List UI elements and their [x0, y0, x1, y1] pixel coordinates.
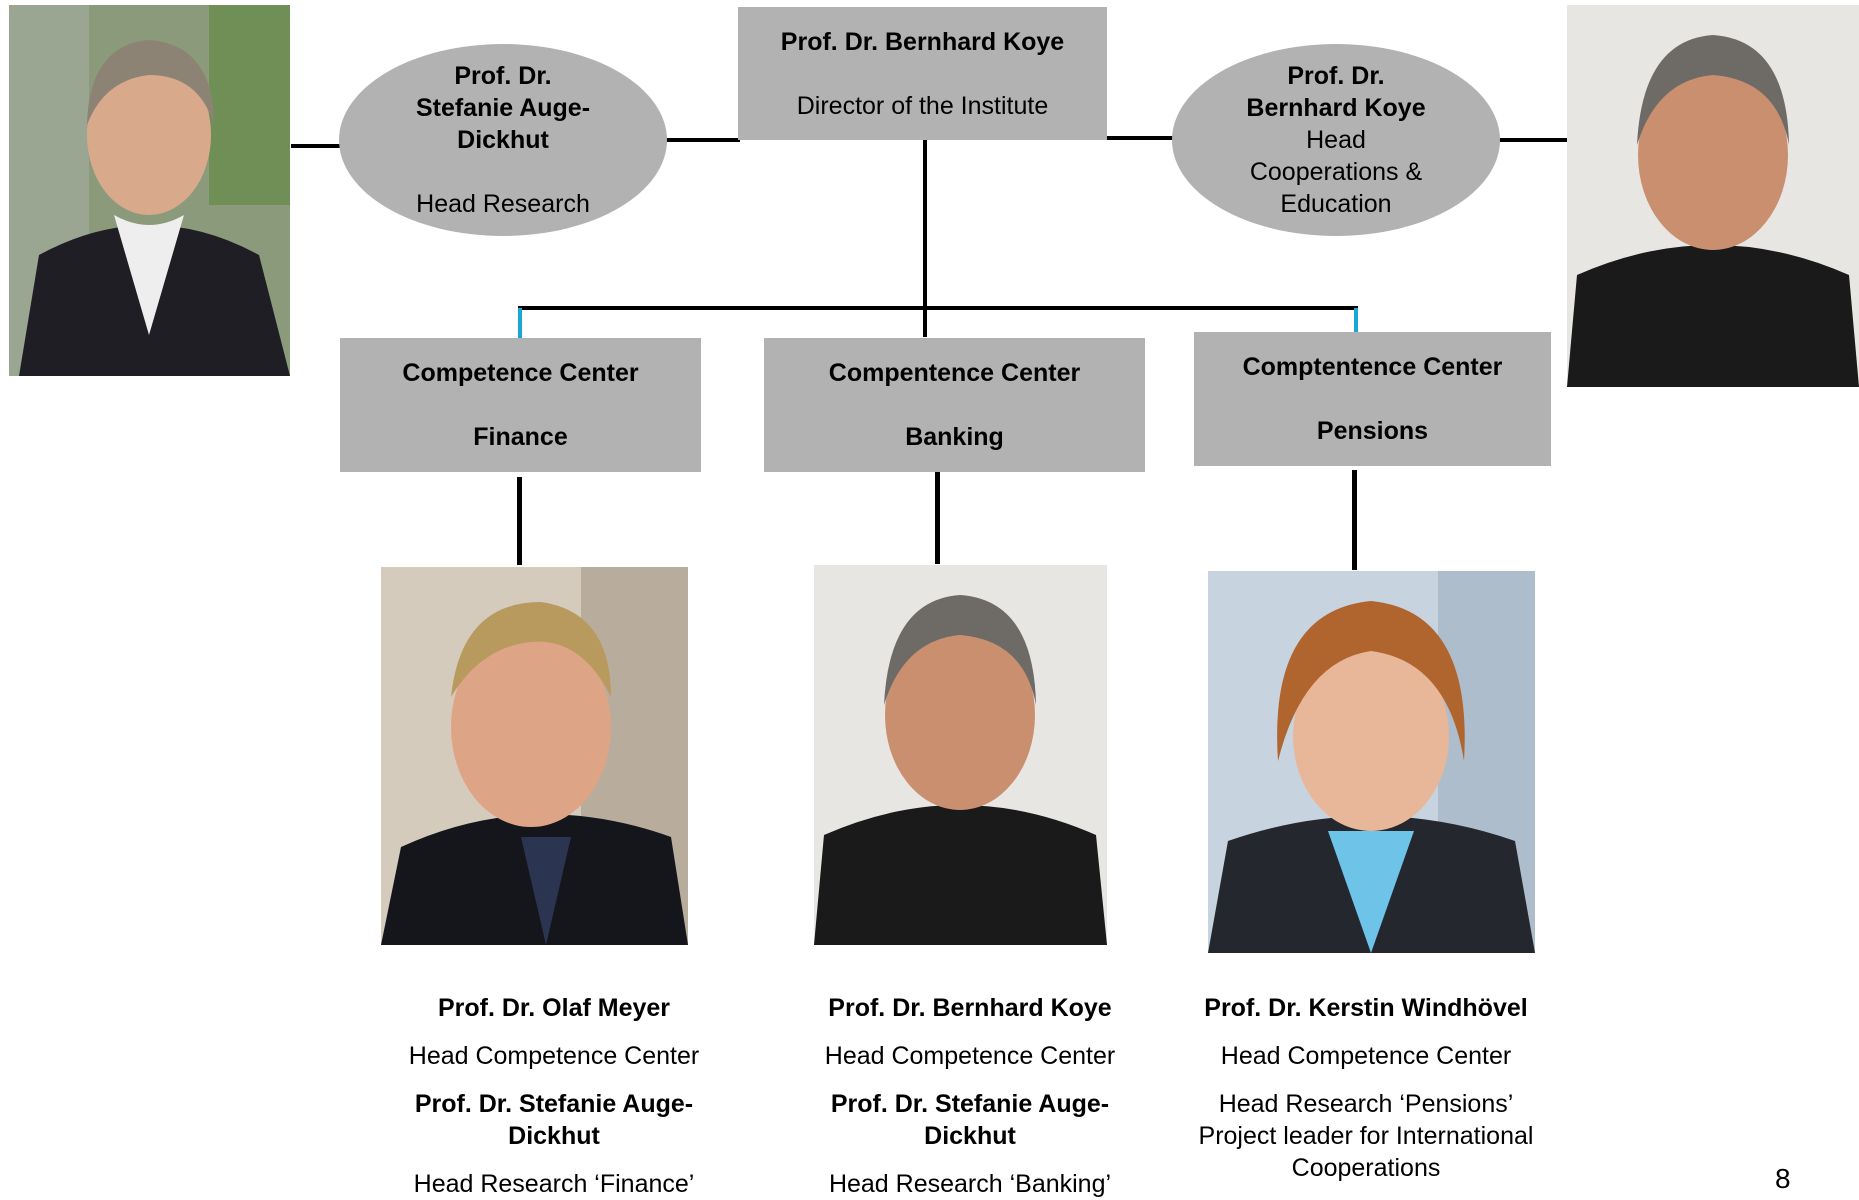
head-coop-name-1: Prof. Dr.	[1287, 62, 1385, 90]
caption-banking-head-name: Prof. Dr. Bernhard Koye	[828, 994, 1112, 1022]
connector-drop-finance	[518, 308, 522, 338]
center-subject-finance: Finance	[473, 423, 568, 451]
page-number: 8	[1775, 1163, 1791, 1194]
caption-banking-research-role: Head Research ‘Banking’	[828, 1170, 1112, 1198]
caption-finance-research-role: Head Research ‘Finance’	[413, 1170, 695, 1198]
photo-finance	[381, 567, 688, 945]
caption-finance-research-name-1: Prof. Dr. Stefanie Auge-	[414, 1090, 694, 1118]
head-research-name-3: Dickhut	[457, 126, 549, 154]
head-coop-role-1: Head	[1306, 126, 1366, 154]
caption-pensions-research-3: Cooperations	[1291, 1154, 1441, 1182]
center-title-banking: Compentence Center	[828, 359, 1081, 387]
photo-head-cooperations	[1567, 5, 1859, 387]
center-subject-banking: Banking	[905, 423, 1004, 451]
connector-coop-right	[1498, 138, 1568, 142]
director-role: Director of the Institute	[796, 91, 1049, 120]
connector-director-vertical	[923, 137, 927, 337]
director-name: Prof. Dr. Bernhard Koye	[780, 27, 1065, 56]
head-cooperations-ellipse: Prof. Dr. Bernhard Koye Head Cooperation…	[1172, 44, 1500, 236]
caption-finance-research-name-2: Dickhut	[508, 1122, 600, 1150]
photo-head-research	[9, 5, 290, 376]
photo-banking	[814, 565, 1107, 945]
center-box-finance: Competence Center Finance	[340, 338, 701, 472]
caption-finance-head-name: Prof. Dr. Olaf Meyer	[437, 994, 671, 1022]
caption-pensions-research-1: Head Research ‘Pensions’	[1218, 1090, 1514, 1118]
caption-banking-head-role: Head Competence Center	[824, 1042, 1116, 1070]
connector-director-coop	[1105, 136, 1175, 140]
head-coop-role-3: Education	[1280, 190, 1392, 218]
connector-pensions-photo	[1352, 470, 1357, 570]
head-coop-name-2: Bernhard Koye	[1246, 94, 1426, 122]
head-research-role: Head Research	[416, 190, 590, 218]
center-box-pensions: Comptentence Center Pensions	[1194, 332, 1551, 466]
caption-finance: Prof. Dr. Olaf Meyer Head Competence Cen…	[374, 992, 734, 1200]
connector-finance-photo	[517, 477, 522, 565]
head-research-ellipse: Prof. Dr. Stefanie Auge- Dickhut Head Re…	[339, 44, 667, 236]
caption-banking-research-name-2: Dickhut	[924, 1122, 1016, 1150]
director-box: Prof. Dr. Bernhard Koye Director of the …	[738, 7, 1107, 140]
connector-banking-photo	[935, 472, 940, 564]
center-box-banking: Compentence Center Banking	[764, 338, 1145, 472]
connector-research-left	[291, 144, 341, 148]
caption-banking-research-name-1: Prof. Dr. Stefanie Auge-	[830, 1090, 1110, 1118]
photo-pensions	[1208, 571, 1535, 953]
caption-pensions-head-name: Prof. Dr. Kerstin Windhövel	[1204, 994, 1528, 1022]
center-title-finance: Competence Center	[402, 359, 639, 387]
connector-drop-pensions	[1354, 308, 1358, 333]
connector-horizontal-bar	[518, 306, 1358, 310]
connector-research-director	[665, 138, 740, 142]
caption-pensions: Prof. Dr. Kerstin Windhövel Head Compete…	[1176, 992, 1556, 1184]
caption-pensions-head-role: Head Competence Center	[1220, 1042, 1512, 1070]
caption-banking: Prof. Dr. Bernhard Koye Head Competence …	[790, 992, 1150, 1200]
center-subject-pensions: Pensions	[1316, 417, 1429, 445]
head-research-name-2: Stefanie Auge-	[415, 94, 591, 122]
head-research-name-1: Prof. Dr.	[454, 62, 552, 90]
head-coop-role-2: Cooperations &	[1249, 158, 1423, 186]
center-title-pensions: Comptentence Center	[1242, 353, 1503, 381]
caption-finance-head-role: Head Competence Center	[408, 1042, 700, 1070]
caption-pensions-research-2: Project leader for International	[1198, 1122, 1534, 1150]
